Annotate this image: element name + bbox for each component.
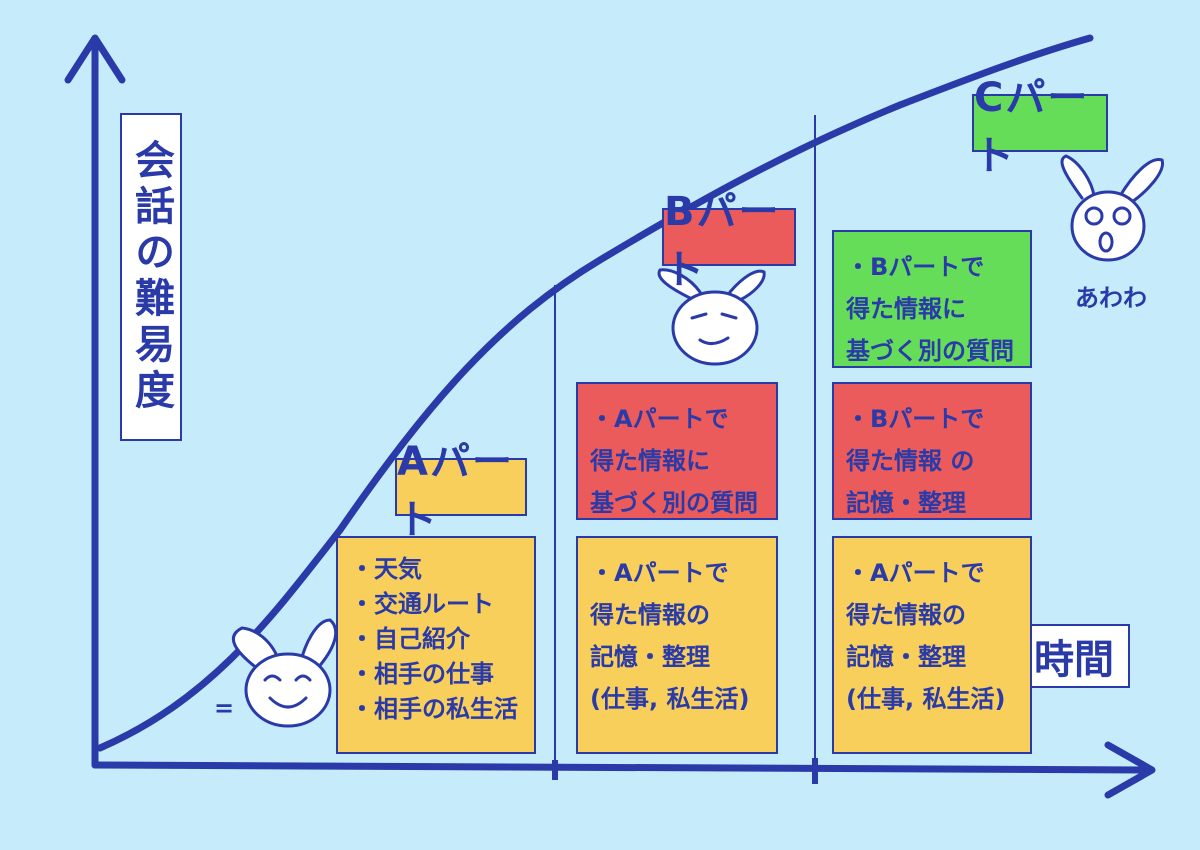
list-item: 相手の私生活 [350,692,522,727]
x-axis-label: 時間 [1018,624,1130,688]
smug-rabbit-icon [657,268,766,366]
phase-c-box-2: ・Bパートで 得た情報 の 記憶・整理 [832,382,1032,520]
phase-b-label: Bパート [662,189,796,293]
box-line: 記憶・整理 [846,489,966,517]
list-item: 相手の仕事 [350,657,522,692]
box-line: 得た情報に [846,295,966,323]
phase-a-box: 天気 交通ルート 自己紹介 相手の仕事 相手の私生活 [336,536,536,754]
box-line: (仕事, 私生活) [590,685,750,713]
box-line: 基づく別の質問 [846,337,1014,365]
y-axis-label: 会話の難易度 [120,113,182,441]
list-item: 天気 [350,552,522,587]
y-axis-arrowhead [64,34,126,84]
x-axis-arrowhead [1104,741,1156,799]
box-line: ・Aパートで [846,559,985,587]
panicked-rabbit-caption: あわわ [1075,284,1147,312]
panicked-rabbit-icon [1060,154,1164,262]
phase-a-label: Aパート [395,439,527,543]
box-line: 得た情報の [846,601,966,629]
phase-b-box-1: ・Aパートで 得た情報に 基づく別の質問 [576,382,778,520]
box-line: 得た情報に [590,447,710,475]
box-line: (仕事, 私生活) [846,685,1006,713]
box-line: 記憶・整理 [590,643,710,671]
box-line: 基づく別の質問 [590,489,758,517]
list-item: 自己紹介 [350,622,522,657]
box-line: 記憶・整理 [846,643,966,671]
box-line: 得た情報の [590,601,710,629]
phase-b-box-2: ・Aパートで 得た情報の 記憶・整理 (仕事, 私生活) [576,536,778,754]
phase-c-box-1: ・Bパートで 得た情報に 基づく別の質問 [832,230,1032,368]
x-axis [91,761,1154,774]
list-item: 交通ルート [350,587,522,622]
happy-rabbit-mark: = [214,694,235,722]
box-line: ・Aパートで [590,405,729,433]
box-line: ・Bパートで [846,405,985,433]
box-line: 得た情報 の [846,447,975,475]
phase-c-label: Cパート [972,75,1108,179]
phase-c-box-3: ・Aパートで 得た情報の 記憶・整理 (仕事, 私生活) [832,536,1032,754]
phase-a-list: 天気 交通ルート 自己紹介 相手の仕事 相手の私生活 [350,552,522,727]
happy-rabbit-icon [231,618,338,728]
growth-curve [96,34,1094,752]
box-line: ・Aパートで [590,559,729,587]
box-line: ・Bパートで [846,253,985,281]
